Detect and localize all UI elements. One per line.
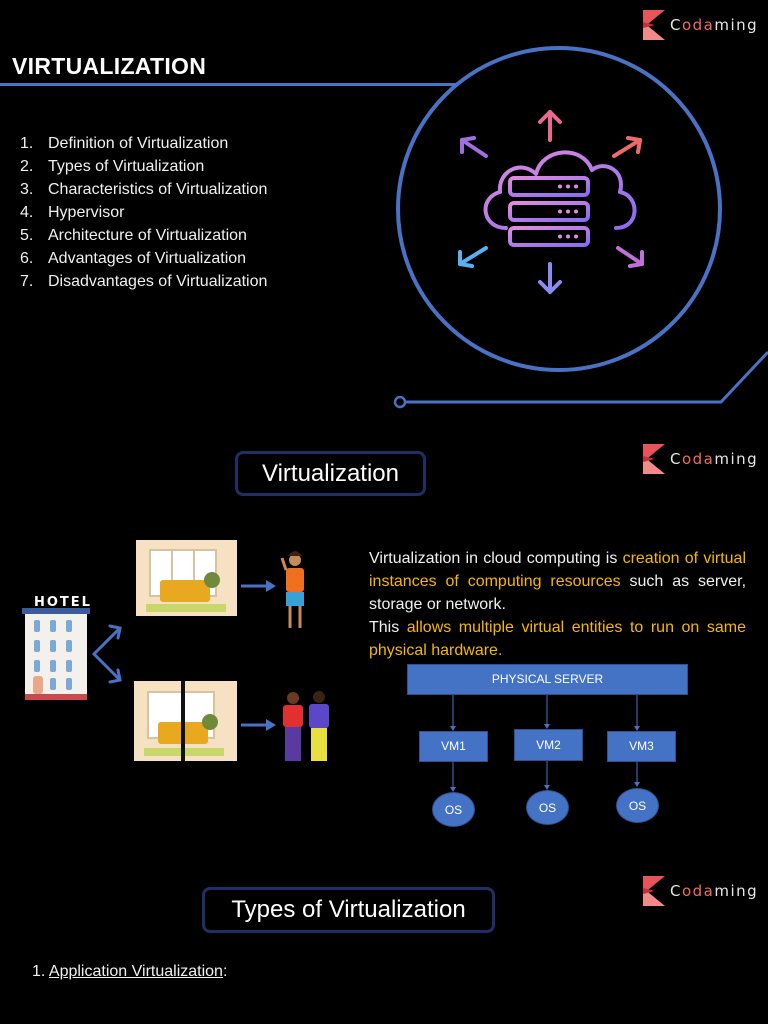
list-item: 1.Definition of Virtualization [20,135,229,152]
vm2-box: VM2 [514,729,583,761]
hero-connector-dot [393,395,407,409]
vm3-box: VM3 [607,731,676,762]
brand-logo-text: Codaming [670,450,759,468]
arrow-downleft-icon [458,246,488,268]
brand-logo-icon [643,876,665,906]
arrow-right-icon [241,719,276,731]
list-item: 6.Advantages of Virtualization [20,250,247,267]
cloud-server-icon [483,150,637,247]
arrow-upleft-icon [460,136,488,158]
hero-connector [403,350,768,404]
brand-logo-icon [643,444,665,474]
types-list-item: 1. Application Virtualization: [32,963,228,980]
brand-logo: Codaming [641,8,758,42]
vm1-box: VM1 [419,731,488,762]
brand-logo: Codaming [641,442,758,476]
room-image-1 [136,540,237,616]
brand-logo-text: Codaming [670,882,759,900]
hero-graphic [393,46,768,409]
brand-logo: Codaming [641,874,758,908]
physical-server-box: PHYSICAL SERVER [407,664,688,695]
diagram-connectors [450,695,640,792]
person-icon [283,692,303,761]
list-item: 3.Characteristics of Virtualization [20,181,268,198]
page-title: VIRTUALIZATION [12,53,207,79]
brand-logo-text: Codaming [670,16,759,34]
hotel-illustration: HOTEL [22,540,329,761]
list-item: 5.Architecture of Virtualization [20,227,247,244]
arrow-downright-icon [616,246,644,268]
list-item: 2.Types of Virtualization [20,158,205,175]
os-node-1: OS [432,792,475,827]
title-underline [0,83,458,86]
os-node-3: OS [616,788,659,823]
arrow-right-icon [241,580,276,592]
virtualization-description: Virtualization in cloud computing is cre… [369,550,747,659]
person-icon [280,551,304,628]
section-title-virtualization: Virtualization [235,451,426,496]
section-title-types: Types of Virtualization [202,887,495,933]
hotel-icon [22,608,90,700]
room-image-2 [134,681,237,761]
list-item: 4.Hypervisor [20,204,125,221]
os-node-2: OS [526,790,569,825]
hero-ring [396,46,722,372]
branch-arrows [91,624,122,684]
brand-logo-icon [643,10,665,40]
hotel-sign: HOTEL [34,595,92,610]
topics-list: 1.Definition of Virtualization 2.Types o… [20,132,267,293]
list-item: 7.Disadvantages of Virtualization [20,273,268,290]
person-icon [309,691,329,761]
arrow-upright-icon [612,136,642,158]
arrow-down-icon [538,262,562,294]
arrow-up-icon [538,110,562,142]
